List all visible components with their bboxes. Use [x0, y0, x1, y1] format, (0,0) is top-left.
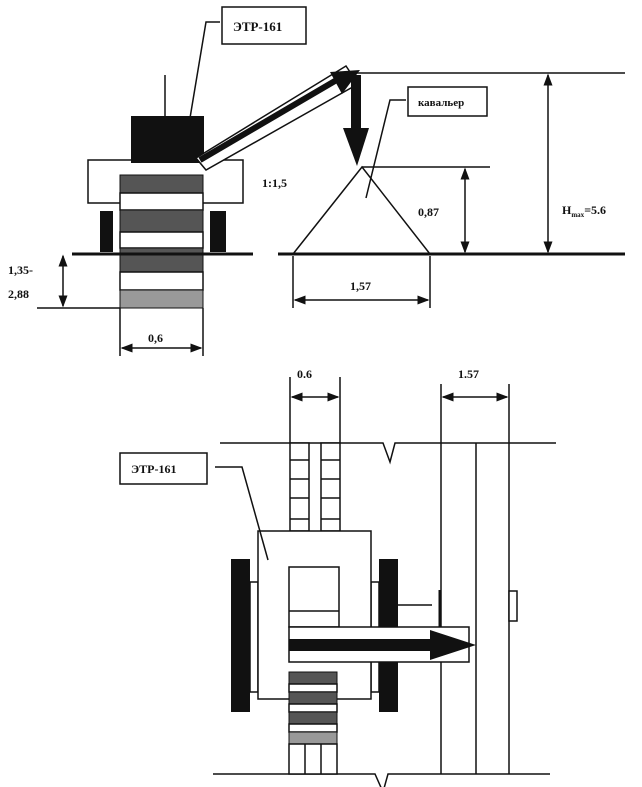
spoil-leader-line	[365, 99, 406, 199]
plan-machine-label-box	[119, 452, 208, 485]
left-wheel	[100, 211, 113, 252]
trench-chain-behind	[288, 671, 338, 775]
digging-chain	[119, 174, 204, 309]
machine-label-box	[221, 6, 307, 45]
trench-chain-ahead	[289, 442, 341, 532]
plan-conveyor	[288, 626, 476, 663]
machine-cab	[131, 116, 204, 163]
machine-label: ЭТР-161	[233, 19, 282, 34]
trench-depth-label-2: 2,88	[8, 287, 29, 301]
discharge-arrow	[343, 128, 369, 166]
side-view: ЭТР-161 кавальер 1:1,5 0,87 Hmax=5.6 1,5…	[8, 6, 625, 356]
max-height-label: Hmax=5.6	[562, 203, 606, 219]
trench-edge-top	[220, 442, 556, 465]
spoil-label: кавальер	[418, 97, 464, 109]
spoil-strip	[440, 443, 518, 774]
spoil-label-box	[407, 86, 488, 117]
plan-cab	[288, 566, 340, 628]
plan-conveyor-arrow	[430, 630, 476, 660]
plan-machine-label: ЭТР-161	[131, 462, 176, 476]
plan-trench-width-label: 0.6	[297, 367, 312, 381]
plan-left-wheel	[231, 559, 250, 712]
spoil-width-label: 1,57	[350, 279, 371, 293]
trench-edge-bottom	[213, 773, 550, 787]
conveyor	[194, 64, 369, 171]
slope-label: 1:1,5	[262, 176, 287, 190]
trench-depth-label-1: 1,35-	[8, 263, 33, 277]
spoil-height-label: 0,87	[418, 205, 439, 219]
trench-width-label: 0,6	[148, 331, 163, 345]
right-wheel	[210, 211, 226, 252]
plan-spoil-width-label: 1.57	[458, 367, 479, 381]
plan-machine-leader-line	[215, 466, 269, 561]
plan-view: 0.6 1.57 ЭТР-161	[119, 367, 556, 787]
machine-leader-line	[189, 21, 220, 119]
spoil-pile	[291, 165, 432, 255]
